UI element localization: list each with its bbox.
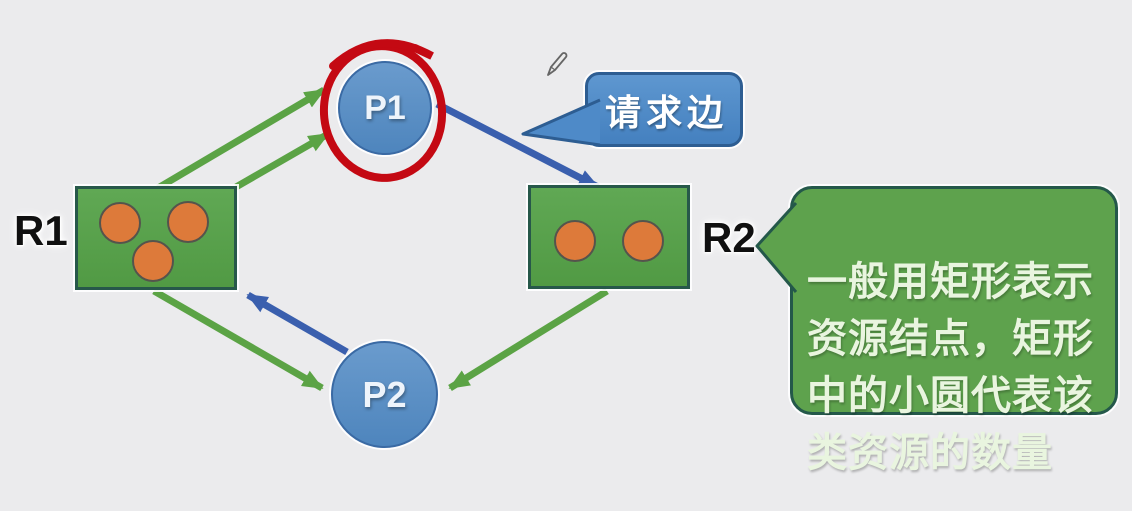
r1-label: R1 (14, 207, 68, 254)
resource-dot (99, 202, 141, 244)
resource-dot (622, 220, 664, 262)
p1-label: P1 (364, 88, 406, 127)
resource-note-callout: 一般用矩形表示 资源结点，矩形 中的小圆代表该 类资源的数量 (790, 186, 1118, 475)
pencil-cursor-icon (547, 52, 568, 76)
resource-note-callout-text: 一般用矩形表示 资源结点，矩形 中的小圆代表该 类资源的数量 (807, 260, 1094, 475)
process-node-p1: P1 (338, 61, 432, 155)
resource-dot (167, 201, 209, 243)
request-edge-callout: 请求边 (585, 72, 743, 147)
assignment-edge-r1-p1-b (234, 130, 330, 191)
request-edge-p1-r2 (435, 100, 600, 191)
p2-label: P2 (362, 373, 407, 415)
resource-node-r1 (75, 186, 237, 290)
assignment-edge-r1-p2 (152, 287, 324, 392)
resource-node-r2 (528, 185, 690, 289)
r2-label: R2 (702, 214, 756, 261)
process-node-p2: P2 (331, 341, 438, 448)
resource-dot (132, 240, 174, 282)
assignment-edge-r1-p1-a (156, 86, 326, 192)
request-edge-p2-r1 (246, 291, 349, 356)
request-edge-callout-text: 请求边 (604, 91, 728, 133)
resource-dot (554, 220, 596, 262)
assignment-edge-r2-p2 (448, 288, 609, 391)
